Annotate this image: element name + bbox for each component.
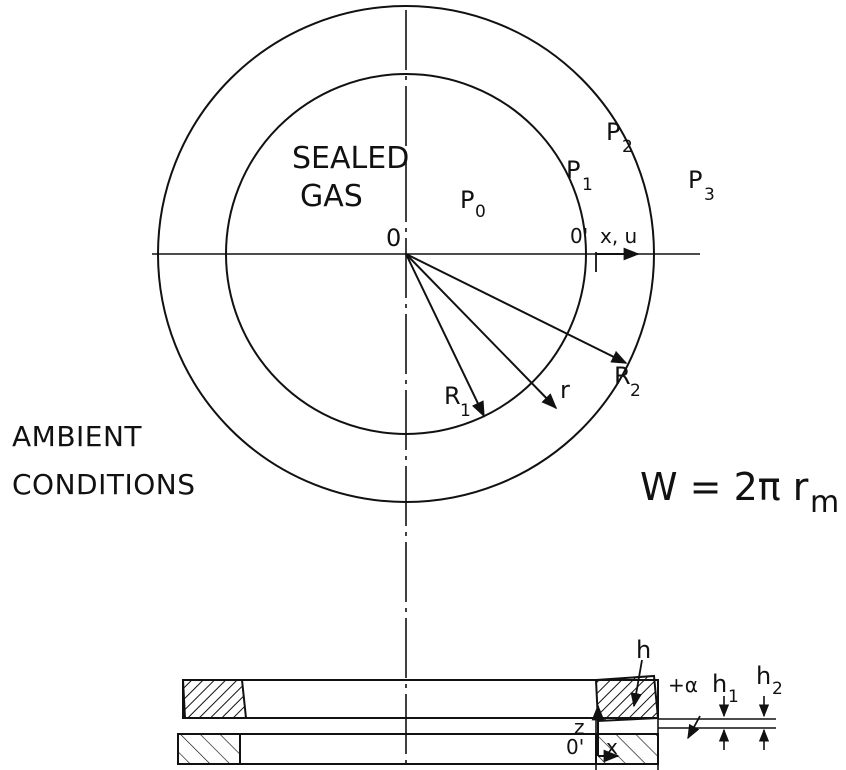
origin-prime-label: 0' <box>570 224 588 248</box>
outer-circle-r2 <box>157 5 655 503</box>
h1-subscript: 1 <box>728 687 739 707</box>
h-arrow <box>630 659 643 708</box>
alpha-label: +α <box>668 673 698 697</box>
z-label: z <box>574 715 585 739</box>
p2-label: P <box>606 118 620 146</box>
r-label: r <box>560 376 570 404</box>
alpha-lower-arrow <box>687 715 701 740</box>
lower-seat-left-section <box>177 733 241 765</box>
axis-xu-label: x, u <box>600 224 637 248</box>
lower-seat-band <box>177 733 659 765</box>
r1-subscript: 1 <box>460 401 471 421</box>
p1-subscript: 1 <box>582 175 593 195</box>
upper-ring-band <box>182 679 659 719</box>
p3-subscript: 3 <box>704 185 715 205</box>
p1-label: P <box>566 156 580 184</box>
upper-ring-right-section <box>594 674 660 723</box>
h1-label: h <box>712 670 727 698</box>
r2-label: R <box>614 362 631 390</box>
p3-label: P <box>688 166 702 194</box>
radius-r-arrow <box>405 253 558 410</box>
p2-subscript: 2 <box>622 137 633 157</box>
r2-subscript: 2 <box>630 381 641 401</box>
h-label: h <box>636 636 651 664</box>
r1-label: R <box>444 382 461 410</box>
p0-subscript: 0 <box>475 202 486 222</box>
formula-main: W = 2π r <box>640 465 809 509</box>
sealed-label: SEALED <box>292 141 409 176</box>
formula-subscript: m <box>810 485 839 520</box>
p0-label: P <box>460 186 474 214</box>
upper-ring-left-section <box>181 679 248 719</box>
origin-prime-section-label: 0' <box>566 735 584 759</box>
conditions-label: CONDITIONS <box>12 468 195 501</box>
origin-label: 0 <box>386 224 401 252</box>
ambient-label: AMBIENT <box>12 420 142 453</box>
h2-label: h <box>756 662 771 690</box>
h2-subscript: 2 <box>772 679 783 699</box>
radius-r2-arrow <box>405 253 628 364</box>
gas-label: GAS <box>300 179 363 214</box>
inner-circle-r1 <box>225 73 587 435</box>
x-section-label: x <box>606 735 618 759</box>
radius-r1-arrow <box>405 253 485 418</box>
